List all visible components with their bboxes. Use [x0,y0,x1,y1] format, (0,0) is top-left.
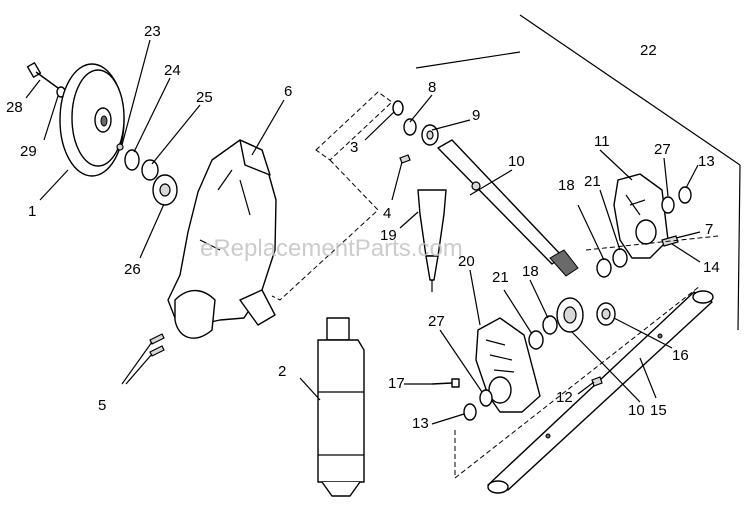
gear-10 [556,297,584,333]
screw-17 [431,378,460,388]
callout-27-lower: 27 [428,313,445,330]
washer-21-lower [528,330,544,350]
callout-27-right: 27 [654,141,671,158]
callout-24: 24 [164,62,181,79]
callout-2: 2 [278,363,286,380]
washer-13-lower [463,403,477,421]
callout-6: 6 [284,83,292,100]
bearing-25 [141,159,159,181]
callout-18-right: 18 [558,177,575,194]
callout-9: 9 [472,107,480,124]
gear-case-11 [613,173,669,259]
callout-23: 23 [144,23,161,40]
flange-26 [152,174,178,206]
callout-15: 15 [650,402,667,419]
callout-7: 7 [705,221,713,238]
key-4 [399,154,411,164]
callout-26: 26 [124,261,141,278]
dashed-outline [271,91,393,301]
shaft-10 [437,139,579,277]
callouts: 28 29 1 23 24 25 26 6 2 5 3 8 9 4 10 19 … [6,23,720,432]
washer-3 [392,100,404,116]
bolt-28 [26,62,59,89]
key-23 [116,143,124,151]
washer-13-right [678,186,692,204]
callout-16: 16 [672,347,689,364]
pulley-1 [59,63,125,177]
callout-28: 28 [6,99,23,116]
dashed-outline-right [454,235,719,479]
callout-22: 22 [640,42,657,59]
gear-case-20 [475,317,541,413]
callout-29: 29 [20,143,37,160]
callout-19: 19 [380,227,397,244]
washer-8 [403,118,417,136]
bushing-9 [421,124,439,146]
callout-21-right: 21 [584,173,601,190]
callout-11: 11 [594,133,610,150]
callout-3: 3 [350,139,358,156]
housing-6 [167,139,277,339]
washer-18-lower [542,315,558,335]
washers-18-21-right [596,248,628,278]
gasket-27-lower [479,389,493,407]
callout-14: 14 [703,259,720,276]
washer-24 [124,149,140,171]
axle-15 [487,290,714,494]
callout-25: 25 [196,89,213,106]
gasket-27-right [661,196,675,214]
pins-5 [149,333,165,357]
grease-tube-2 [317,317,365,497]
callout-18-lower: 18 [522,263,539,280]
callout-12: 12 [556,389,573,406]
callout-10-upper: 10 [508,153,525,170]
callout-8: 8 [428,79,436,96]
callout-21-lower: 21 [492,269,509,286]
bearing-16 [596,302,616,326]
callout-4: 4 [383,205,391,222]
leader-lines [25,14,741,425]
callout-13-lower: 13 [412,415,429,432]
grease-tube-19 [417,189,447,292]
key-12 [591,376,603,387]
callout-13-right: 13 [698,153,715,170]
watermark: eReplacementParts.com [200,235,463,262]
callout-20: 20 [458,253,475,270]
callout-17: 17 [388,375,405,392]
callout-1: 1 [28,203,36,220]
callout-10-lower: 10 [628,402,645,419]
callout-5: 5 [98,397,106,414]
